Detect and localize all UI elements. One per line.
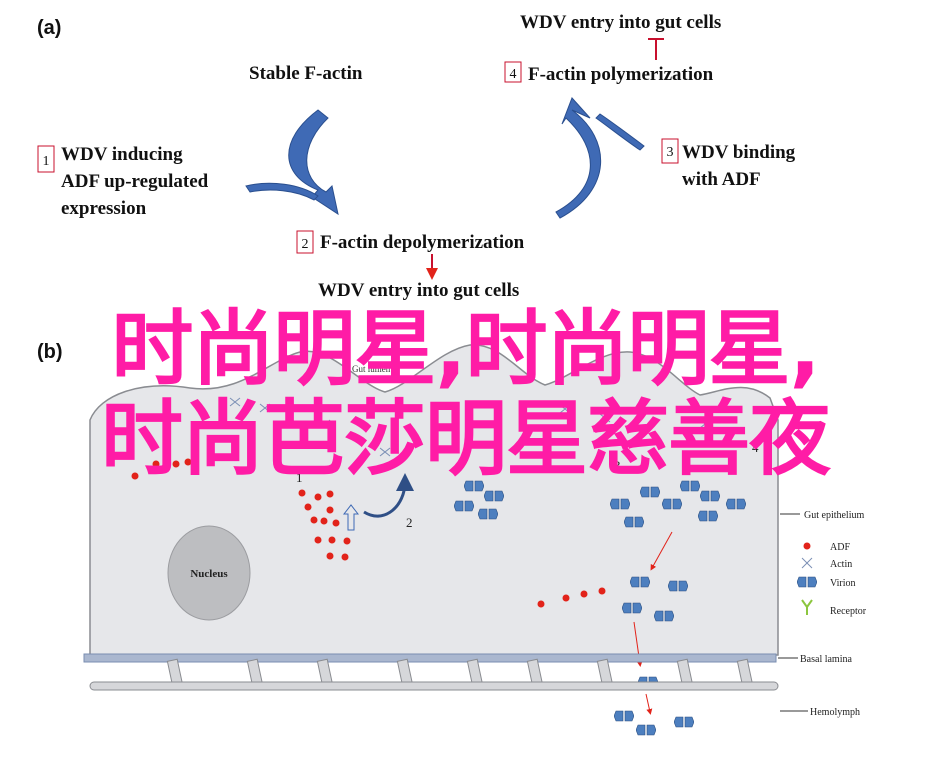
panel-b: (b) Gut lumen Nucleus 1 2 3 4 [37, 341, 867, 736]
step1-line3: expression [61, 198, 147, 219]
legend-basal-lamina: Basal lamina [800, 654, 852, 665]
adf-dots [131, 458, 606, 608]
step3-line1: WDV binding [682, 142, 796, 163]
legend-virion: Virion [830, 578, 856, 589]
step4-label: F-actin polymerization [528, 64, 714, 85]
nucleus [167, 525, 251, 621]
nucleus-label: Nucleus [190, 568, 228, 580]
step4-number: 4 [510, 67, 517, 82]
legend-receptor-icon [801, 599, 813, 615]
step4-box [504, 61, 522, 83]
legend-adf: ADF [830, 542, 850, 553]
hemolymph-layer [89, 681, 779, 691]
bottom-entry-label: WDV entry into gut cells [318, 280, 519, 301]
b-step2: 2 [406, 515, 413, 530]
legend-gut-epithelium: Gut epithelium [804, 510, 864, 521]
step2-label: F-actin depolymerization [320, 232, 525, 253]
gut-lumen-label: Gut lumen [352, 364, 391, 374]
up-arrow [342, 504, 360, 531]
legend-actin-icon [801, 557, 813, 569]
step3-box [661, 138, 679, 164]
basal-lamina [83, 653, 777, 663]
step1-box [37, 145, 55, 173]
cycle-arrows [245, 97, 645, 219]
panel-b-letter: (b) [37, 341, 63, 363]
legend-hemolymph: Hemolymph [810, 707, 860, 718]
panel-a-letter: (a) [37, 17, 61, 39]
legend-receptor: Receptor [830, 606, 867, 617]
overlay-text-line2: 时尚芭莎明星慈善夜 [100, 392, 831, 487]
b-step1: 1 [296, 470, 303, 485]
overlay-text-line1: 时尚明星,时尚明星, [111, 302, 820, 397]
step3-number: 3 [667, 145, 674, 160]
step3-line2: with ADF [682, 169, 761, 190]
step2-box [296, 230, 314, 254]
legend: Gut epithelium ADF Actin Virion Receptor… [778, 510, 867, 718]
step1-line2: ADF up-regulated [61, 171, 209, 192]
legend-virion-icon [797, 576, 817, 588]
stable-factin-label: Stable F-actin [249, 63, 363, 84]
b-step3: 3 [614, 458, 621, 473]
step2-number: 2 [302, 237, 309, 252]
panel-a: (a) WDV entry into gut cells Stable F-ac… [37, 12, 796, 301]
inhibition-marker [648, 38, 664, 60]
step1-line1: WDV inducing [61, 144, 183, 165]
b-step4: 4 [752, 440, 759, 455]
actin-network [229, 397, 711, 457]
legend-actin: Actin [830, 559, 852, 570]
gut-cell [89, 344, 779, 656]
top-entry-label: WDV entry into gut cells [520, 12, 721, 33]
legend-adf-icon [803, 542, 811, 550]
uptake-arrow [363, 473, 414, 518]
step1-number: 1 [43, 154, 50, 169]
lamina-struts [166, 658, 754, 688]
